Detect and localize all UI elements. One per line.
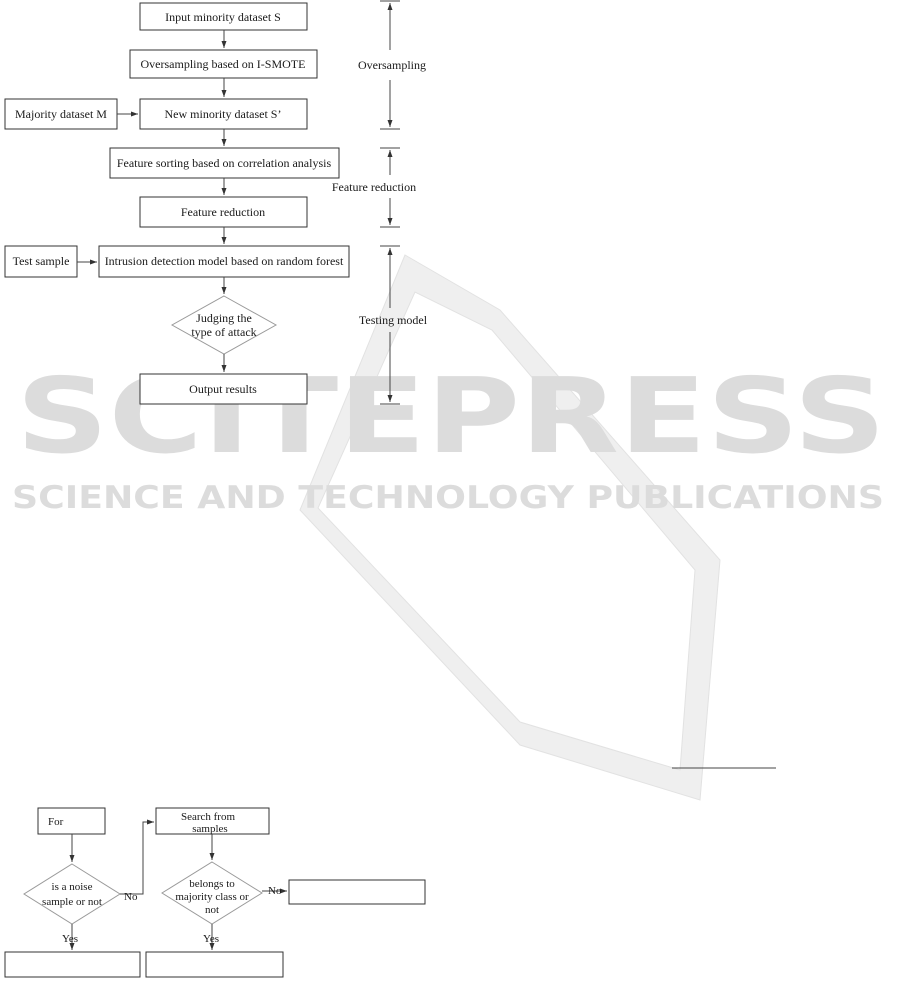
majority-yes-result-box [145, 951, 284, 978]
for-label: For [48, 816, 64, 828]
feature-sorting-box [109, 147, 340, 179]
majority-dataset-box [4, 98, 118, 130]
phase-bracket-testing-model: Testing model [359, 245, 428, 405]
search-label-line2: samples [192, 823, 227, 835]
rf-model-label: Intrusion detection model based on rando… [105, 254, 344, 268]
watermark-logo-outline [299, 254, 721, 801]
yes-label-1: Yes [62, 933, 78, 945]
arrow-noise-no-to-search [120, 819, 154, 895]
judging-label-line1: Judging the [196, 311, 252, 325]
oversampling-label: Oversampling based on I-SMOTE [141, 57, 306, 71]
noise-yes-result-box [4, 951, 141, 978]
phase-feature-reduction-label: Feature reduction [332, 180, 416, 194]
noise-sample-diamond [23, 863, 121, 925]
for-box [37, 807, 106, 835]
output-results-label: Output results [189, 382, 257, 396]
majority-no-result-box [288, 879, 426, 905]
intrusion-detection-flowchart: Input minority dataset S Oversampling ba… [4, 0, 428, 405]
new-minority-label: New minority dataset S’ [165, 107, 282, 121]
judging-label-line2: type of attack [191, 325, 256, 339]
search-label-line1: Search from [181, 811, 236, 823]
no-label-2: No [268, 885, 282, 897]
noise-label-line2: sample or not [42, 896, 102, 908]
watermark-name: SCITEPRESS [16, 355, 886, 477]
phase-bracket-oversampling: Oversampling [358, 0, 426, 130]
output-results-box [139, 373, 308, 405]
feature-reduction-label: Feature reduction [181, 205, 265, 219]
input-minority-label: Input minority dataset S [165, 10, 281, 24]
rf-model-box [98, 245, 350, 278]
test-sample-label: Test sample [13, 254, 70, 268]
no-label-1: No [124, 891, 138, 903]
watermark-tagline: SCIENCE AND TECHNOLOGY PUBLICATIONS [12, 480, 884, 516]
feature-sorting-label: Feature sorting based on correlation ana… [117, 156, 332, 170]
majority-label-line3: not [205, 904, 219, 916]
oversampling-box [129, 49, 318, 79]
phase-bracket-feature-reduction: Feature reduction [332, 147, 416, 228]
input-minority-box [139, 2, 308, 31]
search-box [155, 807, 270, 835]
noise-label-line1: is a noise [52, 881, 93, 893]
majority-label-line2: majority class or [175, 891, 249, 903]
test-sample-box [4, 245, 78, 278]
noise-check-flowchart: For is a noise sample or not No Yes Sear… [4, 807, 426, 978]
majority-label-line1: belongs to [189, 878, 235, 890]
yes-label-2: Yes [203, 933, 219, 945]
phase-oversampling-label: Oversampling [358, 58, 426, 72]
phase-testing-model-label: Testing model [359, 313, 428, 327]
majority-dataset-label: Majority dataset M [15, 107, 107, 121]
scitepress-watermark: SCITEPRESS SCIENCE AND TECHNOLOGY PUBLIC… [12, 254, 886, 801]
feature-reduction-box [139, 196, 308, 228]
